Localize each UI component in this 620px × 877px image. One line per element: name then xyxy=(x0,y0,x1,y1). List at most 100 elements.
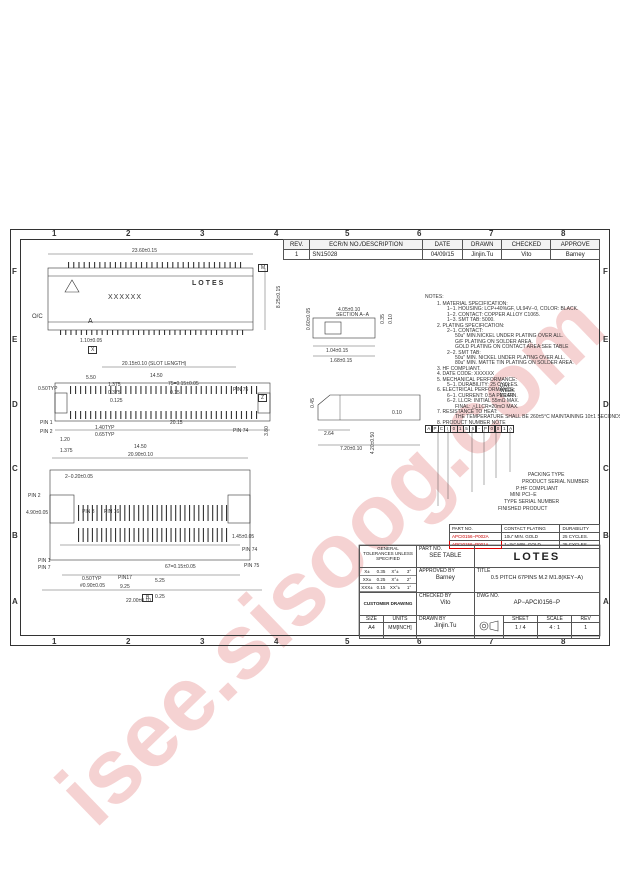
pin-mark xyxy=(145,386,147,394)
pin-mark xyxy=(110,528,112,542)
pin-mark xyxy=(193,528,195,542)
pin-mark xyxy=(99,262,101,268)
pin-mark xyxy=(207,505,209,521)
pin-mark xyxy=(105,386,107,394)
zone-row-marker: D xyxy=(603,400,609,409)
dimension-label: 0.10 xyxy=(387,314,394,324)
pin-mark xyxy=(190,386,192,394)
pin-mark xyxy=(226,528,228,542)
size-units-cell: SIZE A4 UNITS MM[INCH] xyxy=(359,615,417,639)
note-line: 2−2. SMT TAB: xyxy=(447,349,481,356)
pin-mark xyxy=(117,330,119,335)
pin-mark xyxy=(175,386,177,394)
pin-mark xyxy=(174,330,176,335)
section-view-outline xyxy=(312,317,376,339)
dimension-label: 0.60±0.05 xyxy=(306,307,313,331)
part-no-label: PART NO. xyxy=(419,546,443,552)
tolerance-value: X°± xyxy=(391,577,399,582)
pin-mark xyxy=(140,386,142,394)
pin-mark xyxy=(83,262,85,268)
pin-mark xyxy=(80,386,82,394)
sheet-value: 1 / 4 xyxy=(515,625,526,631)
zone-col-marker: 3 xyxy=(200,229,205,238)
pin-mark xyxy=(119,505,121,521)
pin-mark xyxy=(152,528,154,542)
pin-mark xyxy=(153,330,155,335)
pin-mark xyxy=(85,386,87,394)
pin-mark xyxy=(210,386,212,394)
pin-mark xyxy=(215,411,217,419)
pin-mark xyxy=(240,411,243,419)
bottom-view-pins xyxy=(70,386,258,419)
pin-mark xyxy=(95,386,97,394)
zone-col-marker: 4 xyxy=(274,229,279,238)
pin-mark xyxy=(120,262,122,268)
dimension-label: 22.00±0.10 xyxy=(126,598,151,604)
top-view-pins xyxy=(60,262,244,335)
pin-mark xyxy=(75,330,77,335)
part-number-label: FINISHED PRODUCT xyxy=(498,506,548,512)
pin-mark xyxy=(132,330,134,335)
pin-mark xyxy=(96,505,98,521)
side-view-outline xyxy=(317,394,421,421)
date-code-label: YEAR xyxy=(500,393,514,399)
pin-mark xyxy=(130,262,132,268)
dwg-label: DWG NO. xyxy=(476,593,500,599)
pin-mark xyxy=(110,411,112,419)
tolerance-value: X°± xyxy=(391,569,399,574)
dimension-label: 0.50TYP xyxy=(38,386,58,392)
pin-mark xyxy=(110,505,112,521)
pin-mark xyxy=(156,528,158,542)
pin-mark xyxy=(225,386,227,394)
top-view-triangle xyxy=(64,279,80,293)
pin-mark xyxy=(135,386,137,394)
pin-label: PIN17 xyxy=(118,575,132,581)
pin-mark xyxy=(68,262,70,268)
logo-cell: LOTES xyxy=(473,545,601,568)
dimension-label: 9.25 xyxy=(120,584,130,590)
pin-mark xyxy=(184,505,186,521)
pin-mark xyxy=(87,505,89,521)
scale-label: SCALE xyxy=(538,616,572,623)
dimension-label: 4.90±0.05 xyxy=(26,510,49,516)
pin-mark xyxy=(224,262,226,268)
pin-mark xyxy=(165,386,167,394)
dimension-label: 1.04±0.15 xyxy=(326,348,349,354)
drawn-value: Jinjin.Tu xyxy=(434,623,457,629)
pin-mark xyxy=(161,528,163,542)
pin-mark xyxy=(127,330,129,335)
note-line: GOLD PLATING ON CONTACT AREA:SEE TABLE xyxy=(455,344,569,351)
pin-mark xyxy=(170,411,172,419)
pin-mark xyxy=(70,411,72,419)
pin-mark xyxy=(130,411,132,419)
pin-mark xyxy=(133,505,135,521)
part-no-value: SEE TABLE xyxy=(429,553,462,559)
dimension-label: 4.05±0.10 xyxy=(338,307,361,313)
dimension-label: 0.50TYP xyxy=(82,576,102,582)
pin-mark xyxy=(172,262,174,268)
dimension-label: 0.375 xyxy=(108,390,121,396)
pin-mark xyxy=(226,505,228,521)
datum-z: Z xyxy=(258,394,268,402)
pin-mark xyxy=(122,330,124,335)
pin-mark xyxy=(187,262,189,268)
dimension-label: 4.20±0.50 xyxy=(370,431,377,455)
pin-mark xyxy=(135,262,137,268)
dimension-label: 0.125 xyxy=(110,398,123,404)
pin-mark xyxy=(105,411,107,419)
note-line: 7. RESISTANCE TO HEAT: xyxy=(437,409,498,415)
tolerance-value: 3° xyxy=(406,569,412,574)
pin-mark xyxy=(128,528,130,542)
pin-label: PIN 1 xyxy=(38,558,51,564)
pin-mark xyxy=(125,262,127,268)
pin-mark xyxy=(221,528,223,542)
pin-mark xyxy=(236,330,238,335)
zone-col-marker: 2 xyxy=(126,637,131,646)
pin-mark xyxy=(65,330,67,335)
pin-mark xyxy=(138,505,140,521)
durability-header: DURABILITY xyxy=(559,524,600,533)
partno-header: PART NO. xyxy=(448,524,503,533)
pin-mark xyxy=(160,386,162,394)
pin-mark xyxy=(125,386,127,394)
